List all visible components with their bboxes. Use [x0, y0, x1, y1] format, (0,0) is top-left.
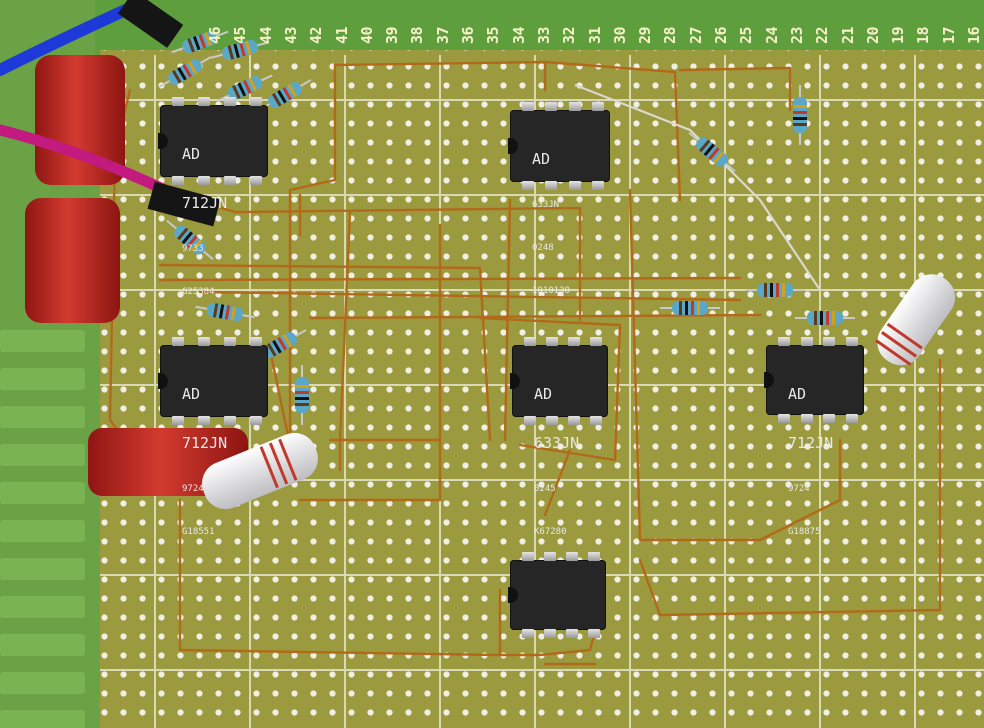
ic-chip-u2: AD 633JN 0248 1010130 [508, 102, 610, 296]
power-resistor-2 [875, 274, 956, 366]
chip-label-line1: AD [534, 384, 553, 403]
column-number: 26 [712, 26, 730, 44]
chip-label-line2: 712JN [182, 433, 228, 452]
column-number: 37 [433, 26, 452, 44]
chip-label-line1: AD [532, 149, 551, 168]
resistor [258, 79, 312, 111]
chip-label-line4: 1010130 [532, 286, 570, 296]
chip-label-line1: AD [788, 384, 807, 403]
column-number: 29 [636, 26, 655, 44]
column-number: 38 [408, 26, 427, 44]
chip-label-line4: G25384 [182, 287, 215, 298]
chip-label-line2: 712JN [182, 193, 228, 212]
column-number: 44 [256, 26, 275, 44]
chip-label-line4: G18875 [788, 527, 821, 538]
ic-chip-u3: AD 712JN 9724 G18551 [158, 337, 268, 537]
ic-chip-u1: AD 712JN 9733 G25384 [158, 97, 268, 297]
chip-label-line1: AD [182, 144, 201, 163]
column-number: 40 [357, 26, 376, 44]
chip-label-line4: K67280 [534, 527, 567, 538]
resistor [745, 283, 805, 297]
chip-label-line4: G18551 [182, 527, 215, 538]
column-number: 39 [383, 26, 402, 44]
ic-chip-u4: AD 633JN 0245 K67280 [510, 337, 608, 537]
column-number: 33 [534, 26, 553, 44]
resistor [688, 131, 736, 173]
column-number: 22 [813, 26, 832, 44]
ic-chip-u5: AD 712JN 9724 G18875 [764, 337, 864, 537]
column-number: 34 [509, 26, 528, 44]
power-resistor-1 [202, 432, 318, 510]
column-number: 18 [914, 26, 933, 44]
resistor [660, 301, 720, 315]
chip-label-line2: 712JN [788, 433, 834, 452]
chip-label-line3: 0245 [534, 484, 556, 495]
connector-mid [147, 181, 221, 227]
column-number: 24 [762, 26, 781, 44]
column-number: 17 [939, 26, 958, 44]
connector-top [117, 0, 184, 48]
magenta-wire [0, 124, 171, 196]
chip-label-line3: 9724 [788, 484, 810, 495]
column-number: 31 [585, 26, 604, 44]
chip-label-line3: 9724 [182, 484, 204, 495]
column-number: 45 [231, 26, 250, 44]
column-number: 20 [863, 26, 882, 44]
column-number: 23 [787, 26, 806, 44]
column-number: 27 [686, 26, 705, 44]
chip-label-line3: 0248 [532, 242, 554, 253]
column-number: 43 [281, 26, 300, 44]
column-number: 41 [332, 26, 351, 44]
column-number: 21 [838, 26, 857, 44]
column-number: 36 [459, 26, 477, 44]
column-number: 46 [206, 26, 224, 44]
resistor [210, 39, 270, 61]
column-number: 25 [737, 26, 756, 44]
column-number: 30 [610, 26, 629, 44]
resistor [217, 74, 273, 102]
silver-jumper-wire [574, 83, 821, 291]
resistor [195, 302, 255, 322]
resistor [166, 219, 214, 261]
column-number: 19 [889, 26, 908, 44]
column-number: 42 [307, 26, 326, 44]
chip-label-line1: AD [182, 384, 201, 403]
column-number: 35 [484, 26, 503, 44]
resistor [158, 56, 212, 88]
column-number: 28 [661, 26, 680, 44]
ic-chip-u6 [508, 552, 606, 638]
column-number: 16 [965, 26, 983, 44]
resistor [795, 311, 855, 325]
resistor [793, 85, 807, 145]
chip-label-line2: 633JN [534, 433, 580, 452]
blue-wire [0, 2, 136, 76]
chip-label-line3: 9733 [182, 244, 204, 255]
resistor [171, 30, 229, 54]
column-number: 32 [560, 26, 579, 44]
chip-label-line2: 633JN [532, 199, 560, 210]
capacitor-2 [25, 198, 120, 323]
resistor [295, 365, 309, 425]
